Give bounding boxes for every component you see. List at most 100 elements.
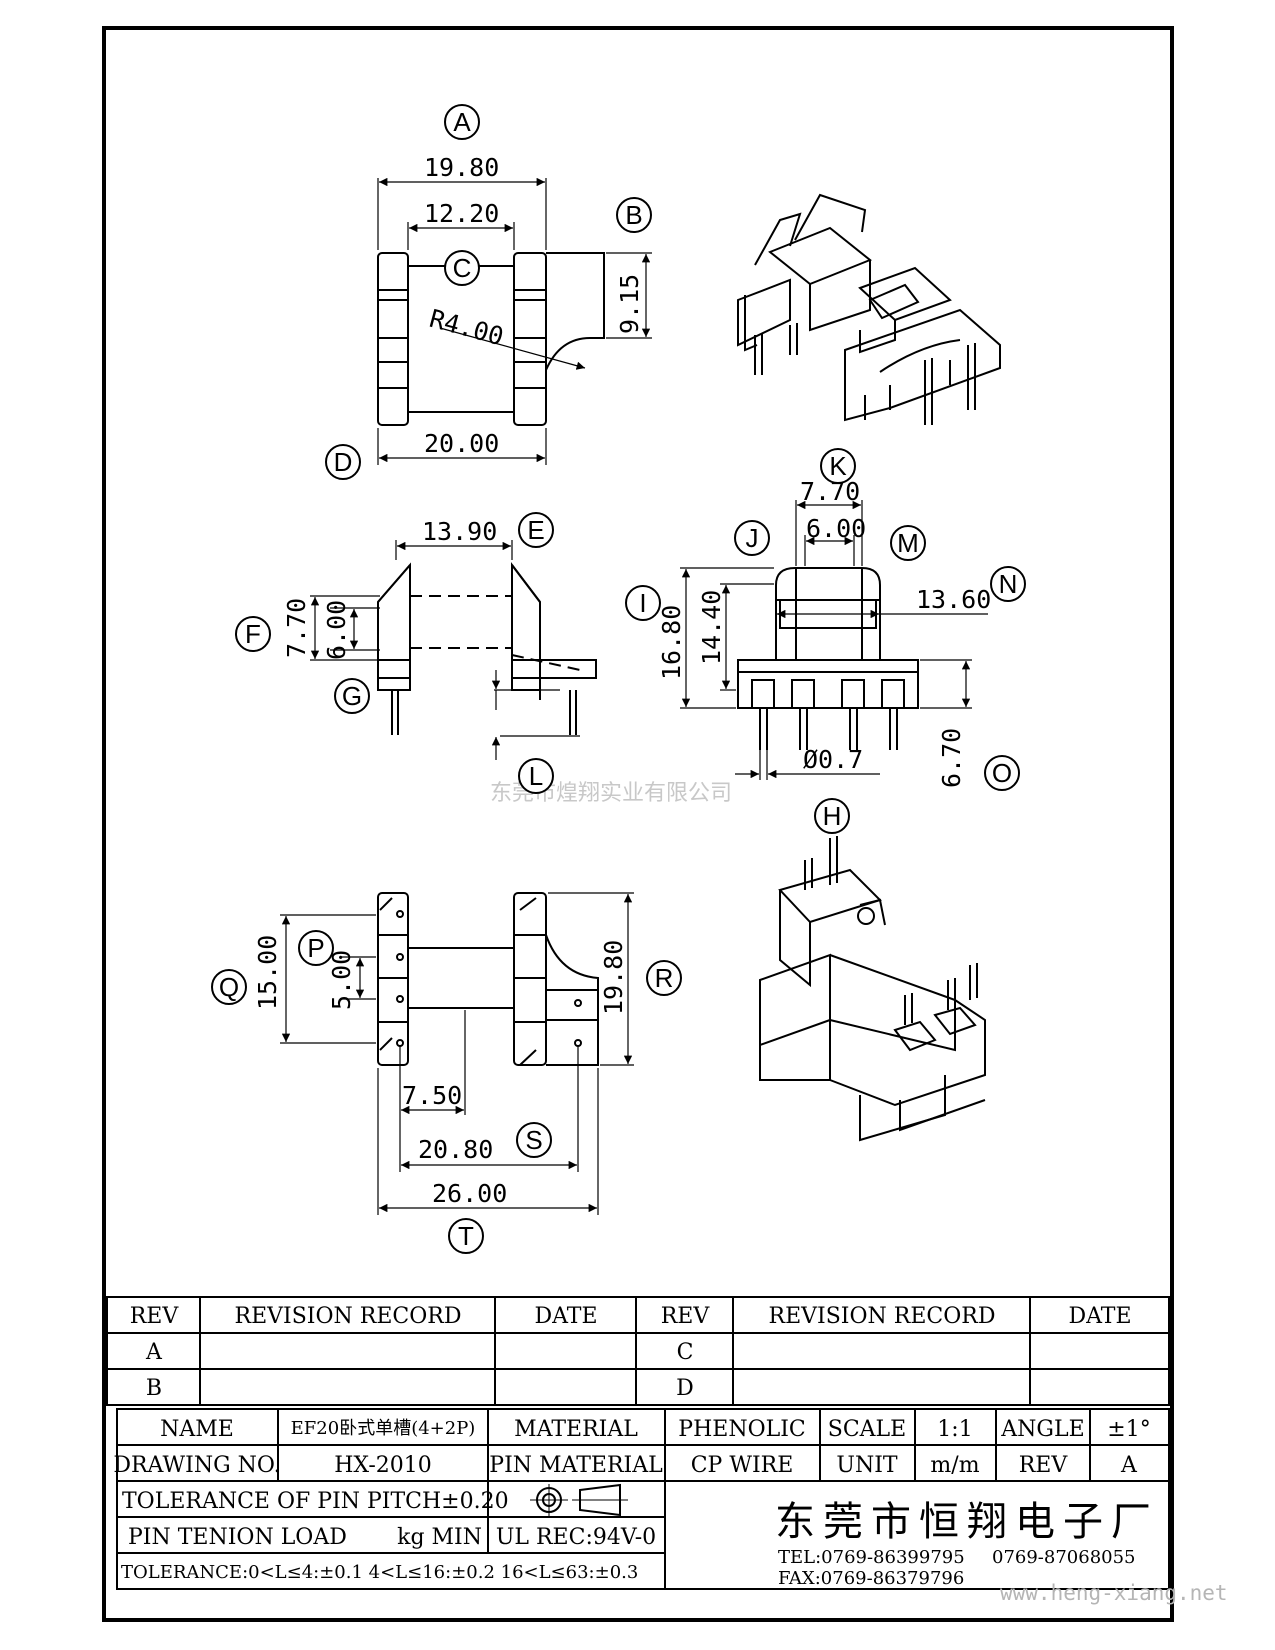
- callout-m: M: [890, 525, 926, 561]
- rev-header-rev-2: REV: [661, 1304, 711, 1329]
- rev-header-date-2: DATE: [1068, 1304, 1131, 1329]
- pin-tenion-label: PIN TENION LOAD: [128, 1525, 347, 1550]
- callout-circle: [890, 525, 926, 561]
- rev-row-c: C: [677, 1340, 694, 1365]
- callout-c: C: [444, 250, 480, 286]
- isometric-view-top: [737, 193, 1001, 425]
- callout-circle: [616, 197, 652, 233]
- rev-header-date-1: DATE: [534, 1304, 597, 1329]
- callout-circle: [298, 930, 334, 966]
- callout-g: G: [334, 678, 370, 714]
- callout-e: E: [518, 512, 554, 548]
- dim-19-80-top: 19.80: [424, 153, 499, 182]
- front-view: [680, 500, 988, 780]
- callout-circle: [518, 758, 554, 794]
- dim-12-20: 12.20: [424, 199, 499, 228]
- drawing-no-value: HX-2010: [334, 1453, 432, 1478]
- rev-row-a: A: [145, 1340, 163, 1365]
- dim-9-15: 9.15: [615, 274, 644, 334]
- callout-t: T: [448, 1218, 484, 1254]
- material-label: MATERIAL: [514, 1417, 638, 1442]
- callout-letter: O: [992, 758, 1012, 788]
- callout-circle: [325, 444, 361, 480]
- name-value: EF20卧式单槽(4+2P): [291, 1418, 476, 1439]
- tel-number: TEL:0769-86399795: [778, 1547, 965, 1568]
- callout-circle: [625, 585, 661, 621]
- company-name: 东莞市恒翔电子厂: [775, 1499, 1159, 1545]
- callout-circle: [516, 1122, 552, 1158]
- callout-letter: T: [458, 1221, 474, 1251]
- tolerance-general: TOLERANCE:0<L≤4:±0.1 4<L≤16:±0.2 16<L≤63…: [121, 1562, 638, 1583]
- website-url: www.heng-xiang.net: [1000, 1581, 1228, 1605]
- callout-letter: N: [999, 569, 1018, 599]
- callout-circle: [984, 755, 1020, 791]
- callout-circle: [646, 960, 682, 996]
- dim-6-70: 6.70: [937, 728, 966, 788]
- callout-letter: P: [307, 933, 324, 963]
- callout-h: H: [814, 798, 850, 834]
- dim-6-00-left: 6.00: [322, 600, 351, 660]
- callout-l: L: [518, 758, 554, 794]
- dim-5-00: 5.00: [327, 950, 356, 1010]
- dim-7-50: 7.50: [402, 1081, 462, 1110]
- callout-circle: [814, 798, 850, 834]
- isometric-view-bottom: [759, 836, 986, 1142]
- tel-number-2: 0769-87068055: [992, 1547, 1136, 1568]
- dim-13-90: 13.90: [422, 517, 497, 546]
- dim-phi-0-7: Ø0.7: [803, 745, 863, 774]
- callout-d: D: [325, 444, 361, 480]
- ul-rec: UL REC:94V-0: [496, 1525, 656, 1550]
- dim-7-70-left: 7.70: [282, 598, 311, 658]
- angle-value: ±1°: [1107, 1417, 1150, 1442]
- pin-material-value: CP WIRE: [691, 1453, 794, 1478]
- callout-letter: A: [453, 107, 471, 137]
- drawing-no-label: DRAWING NO.: [113, 1453, 280, 1478]
- rev-header-record-2: REVISION RECORD: [769, 1304, 996, 1329]
- callout-letter: L: [529, 761, 543, 791]
- dim-6-00-mid: 6.00: [806, 514, 866, 543]
- dim-13-60: 13.60: [916, 585, 991, 614]
- callout-circle: [448, 1218, 484, 1254]
- callout-a: A: [444, 104, 480, 140]
- callout-circle: [444, 250, 480, 286]
- callout-k: K: [820, 448, 856, 484]
- scale-value: 1:1: [937, 1417, 972, 1442]
- rev-header-rev-1: REV: [130, 1304, 180, 1329]
- top-view: [377, 177, 652, 465]
- rev-row-d: D: [676, 1376, 694, 1401]
- rev-header-record-1: REVISION RECORD: [235, 1304, 462, 1329]
- callout-circle: [211, 969, 247, 1005]
- callout-f: F: [235, 616, 271, 652]
- callout-letter: B: [625, 200, 642, 230]
- rev-label: REV: [1019, 1453, 1069, 1478]
- bottom-view: [280, 892, 634, 1215]
- name-label: NAME: [160, 1417, 234, 1442]
- title-block: [116, 1408, 1170, 1590]
- callout-letter: R: [655, 963, 674, 993]
- dim-19-80-right: 19.80: [599, 940, 628, 1015]
- unit-value: m/m: [930, 1453, 979, 1478]
- callout-circle: [820, 448, 856, 484]
- tolerance-pitch: TOLERANCE OF PIN PITCH±0.20: [122, 1489, 509, 1514]
- callout-circle: [734, 520, 770, 556]
- callout-letter: S: [525, 1125, 542, 1155]
- callout-circle: [990, 566, 1026, 602]
- unit-label: UNIT: [836, 1453, 897, 1478]
- fax-number: FAX:0769-86379796: [778, 1568, 964, 1589]
- dim-20-00: 20.00: [424, 429, 499, 458]
- revision-table: [106, 1296, 1170, 1406]
- callout-letter: E: [527, 515, 544, 545]
- callout-i: I: [625, 585, 661, 621]
- dim-14-40: 14.40: [697, 590, 726, 665]
- callout-letter: D: [334, 447, 353, 477]
- callout-letter: H: [823, 801, 842, 831]
- callout-letter: G: [342, 681, 362, 711]
- dim-16-80: 16.80: [657, 605, 686, 680]
- callout-p: P: [298, 930, 334, 966]
- rev-value: A: [1120, 1453, 1138, 1478]
- callout-letter: K: [829, 451, 847, 481]
- scale-label: SCALE: [828, 1417, 906, 1442]
- callout-letter: F: [245, 619, 261, 649]
